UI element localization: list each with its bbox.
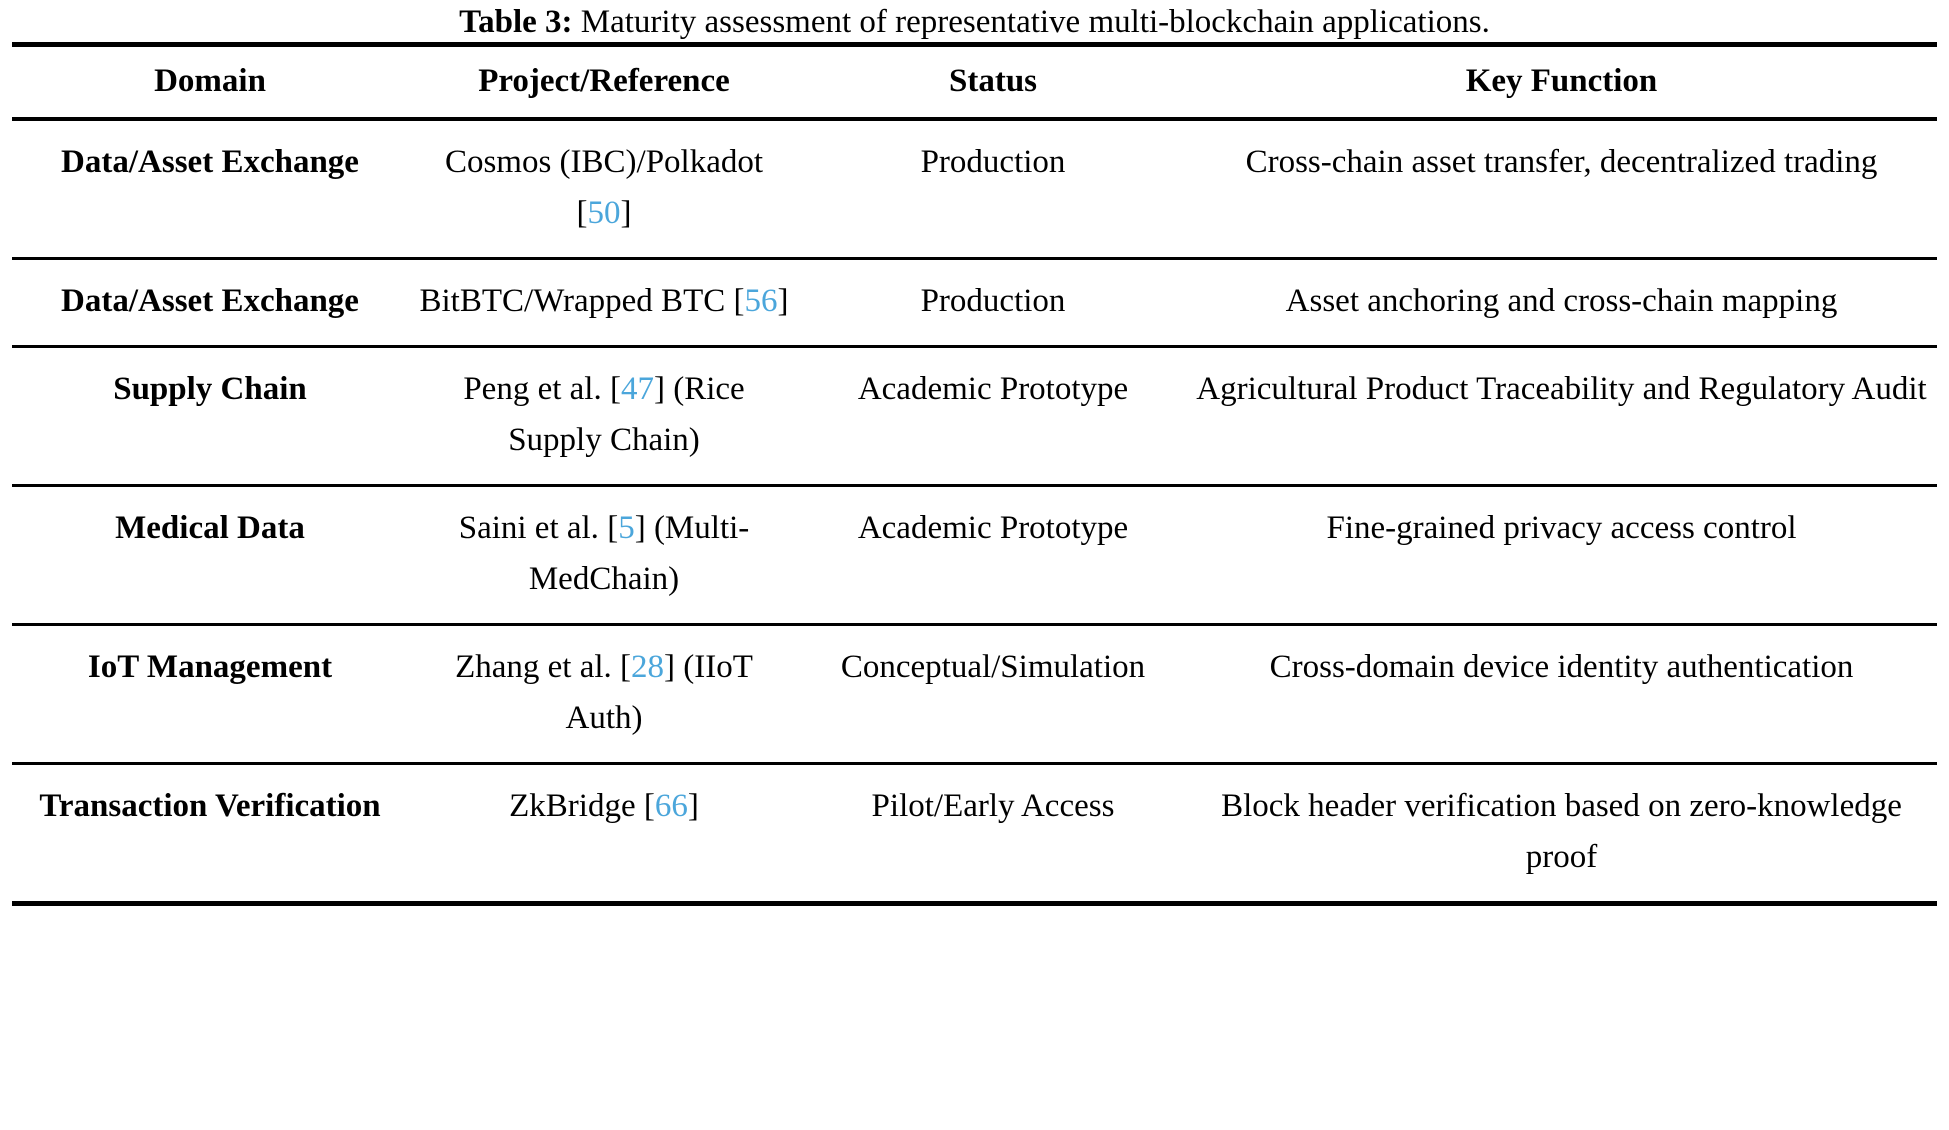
column-header-project-reference: Project/Reference — [408, 43, 800, 119]
table-body: Data/Asset Exchange Cosmos (IBC)/Polkado… — [12, 117, 1937, 906]
project-text: Saini et al. — [458, 510, 608, 546]
citation-bracket-close: ] — [664, 649, 676, 685]
table-header-row: Domain Project/Reference Status Key Func… — [12, 43, 1937, 119]
table-row: Transaction Verification ZkBridge [66] P… — [12, 762, 1937, 906]
cell-key-function: Block header verification based on zero-… — [1186, 762, 1937, 906]
cell-domain: Data/Asset Exchange — [12, 257, 408, 347]
cell-key-function: Cross-chain asset transfer, decentralize… — [1186, 117, 1937, 259]
citation-bracket-close: ] — [634, 510, 646, 546]
citation-reference: [66] — [644, 788, 699, 824]
citation-bracket-open: [ — [733, 283, 745, 319]
citation-number[interactable]: 28 — [631, 649, 665, 685]
project-text-post: (Multi-MedChain) — [528, 510, 750, 597]
cell-status: Academic Prototype — [800, 345, 1186, 486]
project-text: Zhang et al. — [455, 649, 621, 685]
cell-project-reference: Peng et al. [47] (Rice Supply Chain) — [408, 345, 800, 486]
cell-project-reference: Cosmos (IBC)/Polkadot [50] — [408, 117, 800, 259]
maturity-assessment-table: Domain Project/Reference Status Key Func… — [12, 42, 1937, 906]
cell-status: Production — [800, 117, 1186, 259]
project-text: Peng et al. — [463, 371, 610, 407]
project-text: Cosmos (IBC)/Polkadot — [444, 144, 764, 180]
citation-number[interactable]: 56 — [744, 283, 778, 319]
citation-bracket-open: [ — [643, 788, 655, 824]
table-row: Data/Asset Exchange BitBTC/Wrapped BTC [… — [12, 257, 1937, 347]
cell-domain: IoT Management — [12, 623, 408, 764]
cell-status: Production — [800, 257, 1186, 347]
citation-reference: [56] — [733, 283, 788, 319]
table-row: Supply Chain Peng et al. [47] (Rice Supp… — [12, 345, 1937, 486]
table-row: Data/Asset Exchange Cosmos (IBC)/Polkado… — [12, 117, 1937, 259]
cell-status: Conceptual/Simulation — [800, 623, 1186, 764]
table-row: Medical Data Saini et al. [5] (Multi-Med… — [12, 484, 1937, 625]
citation-number[interactable]: 66 — [654, 788, 688, 824]
cell-domain: Supply Chain — [12, 345, 408, 486]
citation-number[interactable]: 50 — [587, 195, 621, 231]
caption-text: Maturity assessment of representative mu… — [572, 4, 1490, 40]
cell-key-function: Cross-domain device identity authenticat… — [1186, 623, 1937, 764]
citation-reference: [50] — [577, 195, 632, 231]
citation-bracket-close: ] — [620, 195, 632, 231]
table-row: IoT Management Zhang et al. [28] (IIoT A… — [12, 623, 1937, 764]
citation-number[interactable]: 47 — [620, 371, 654, 407]
citation-bracket-close: ] — [687, 788, 699, 824]
cell-domain: Transaction Verification — [12, 762, 408, 906]
cell-project-reference: Saini et al. [5] (Multi-MedChain) — [408, 484, 800, 625]
table-header: Domain Project/Reference Status Key Func… — [12, 43, 1937, 119]
project-text-post: (IIoT Auth) — [565, 649, 753, 736]
project-text: BitBTC/Wrapped BTC — [419, 283, 734, 319]
cell-project-reference: ZkBridge [66] — [408, 762, 800, 906]
citation-bracket-close: ] — [777, 283, 789, 319]
cell-domain: Data/Asset Exchange — [12, 117, 408, 259]
citation-reference: [5] — [607, 510, 646, 546]
cell-project-reference: BitBTC/Wrapped BTC [56] — [408, 257, 800, 347]
cell-status: Pilot/Early Access — [800, 762, 1186, 906]
cell-status: Academic Prototype — [800, 484, 1186, 625]
citation-bracket-open: [ — [576, 195, 588, 231]
cell-key-function: Asset anchoring and cross-chain mapping — [1186, 257, 1937, 347]
column-header-key-function: Key Function — [1186, 43, 1937, 119]
column-header-domain: Domain — [12, 43, 408, 119]
citation-reference: [47] — [610, 371, 665, 407]
project-text: ZkBridge — [509, 788, 644, 824]
cell-domain: Medical Data — [12, 484, 408, 625]
cell-project-reference: Zhang et al. [28] (IIoT Auth) — [408, 623, 800, 764]
citation-bracket-open: [ — [620, 649, 632, 685]
cell-key-function: Fine-grained privacy access control — [1186, 484, 1937, 625]
citation-number[interactable]: 5 — [618, 510, 635, 546]
caption-label: Table 3: — [459, 4, 573, 40]
table-caption: Table 3: Maturity assessment of represen… — [0, 0, 1949, 42]
citation-bracket-open: [ — [609, 371, 621, 407]
citation-bracket-open: [ — [607, 510, 619, 546]
citation-bracket-close: ] — [653, 371, 665, 407]
cell-key-function: Agricultural Product Traceability and Re… — [1186, 345, 1937, 486]
citation-reference: [28] — [620, 649, 675, 685]
column-header-status: Status — [800, 43, 1186, 119]
project-text-post: (Rice Supply Chain) — [508, 371, 745, 458]
